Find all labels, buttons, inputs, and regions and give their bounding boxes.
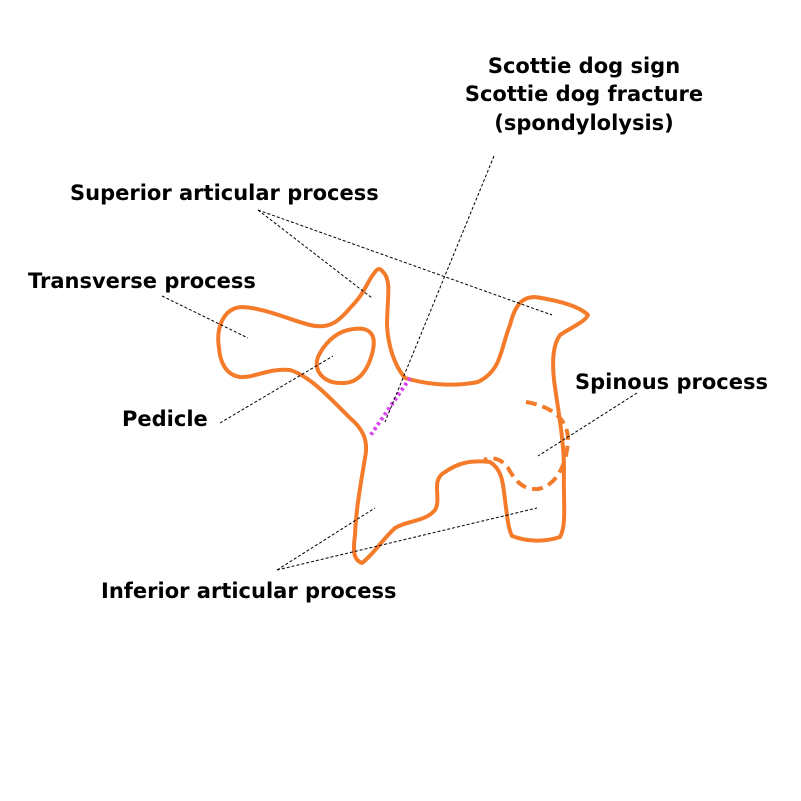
label-inferior-articular-process: Inferior articular process (101, 579, 397, 603)
label-spinous-process: Spinous process (575, 370, 768, 394)
leader-superior-2 (257, 209, 553, 316)
leader-inferior-2 (276, 507, 538, 571)
leader-transverse (161, 295, 249, 339)
fracture-line (368, 376, 412, 438)
label-pedicle: Pedicle (122, 407, 208, 431)
label-scottie-fracture: Scottie dog fracture (465, 82, 703, 106)
spinous-dashed-contour (483, 400, 571, 492)
leader-scottie (384, 155, 495, 423)
leader-superior-1 (257, 209, 373, 299)
leader-inferior-1 (276, 507, 376, 571)
label-superior-articular-process: Superior articular process (70, 181, 379, 205)
label-scottie-sign: Scottie dog sign (488, 54, 680, 78)
label-transverse-process: Transverse process (28, 269, 256, 293)
label-spondylolysis: (spondylolysis) (494, 111, 674, 135)
pedicle-ring (314, 326, 376, 386)
leader-spinous (537, 392, 638, 457)
vertebra-outline (216, 267, 590, 565)
leader-pedicle (219, 355, 334, 424)
leader-lines (161, 155, 638, 571)
